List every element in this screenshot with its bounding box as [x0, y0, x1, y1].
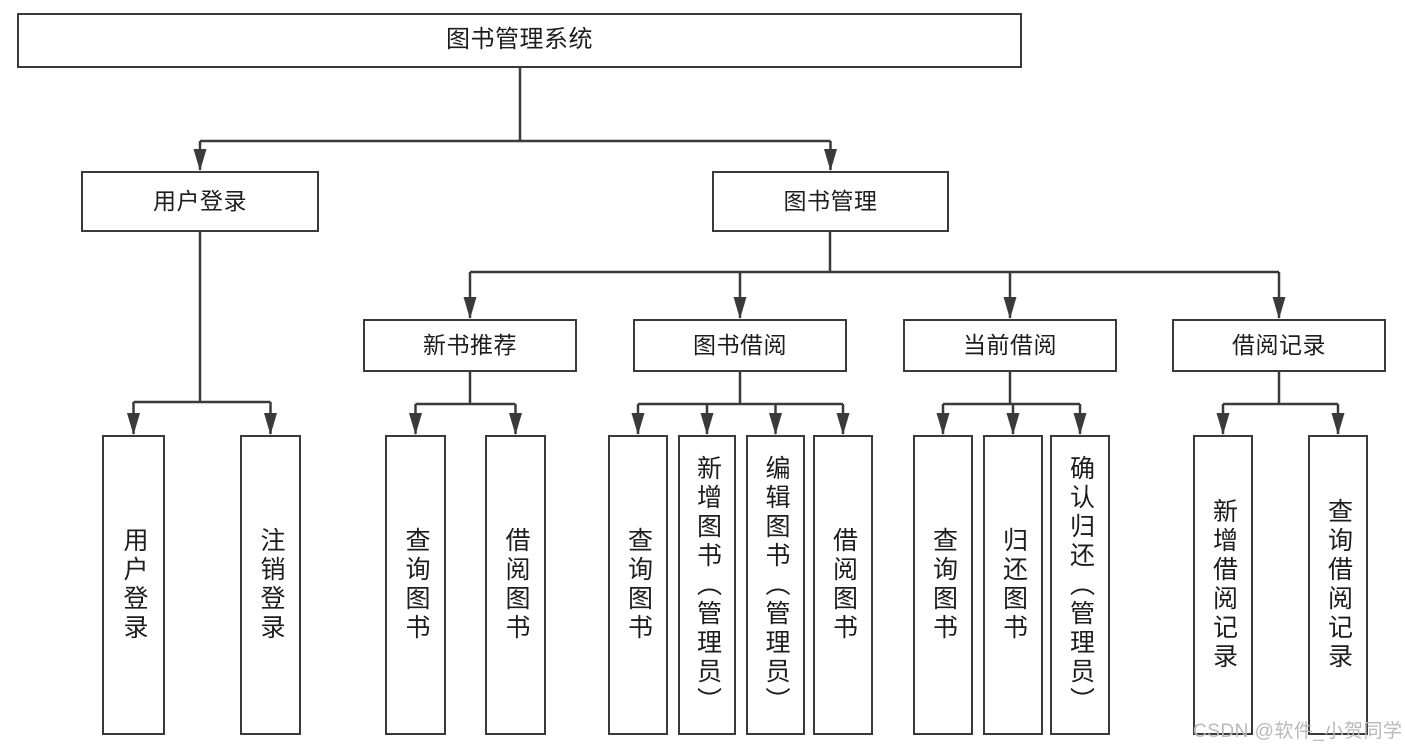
node-label: 确认归还（管理员） [1066, 454, 1095, 716]
connector-arrowhead [1003, 297, 1017, 319]
connector-arrowhead [700, 413, 714, 435]
node-l4[interactable]: 借阅图书 [485, 435, 546, 735]
node-label: 图书借阅 [693, 331, 787, 358]
connector-arrowhead [1272, 297, 1286, 319]
connector-arrowhead [733, 297, 747, 319]
node-label: 新增图书（管理员） [693, 454, 722, 716]
node-l8[interactable]: 借阅图书 [813, 435, 873, 735]
connector-arrowhead [127, 413, 140, 435]
node-label: 新增借阅记录 [1209, 498, 1238, 672]
node-l3[interactable]: 查询图书 [385, 435, 446, 735]
watermark-text: CSDN @软件_小贺同学 [1193, 721, 1403, 742]
node-label: 新书推荐 [423, 331, 517, 358]
node-l5[interactable]: 查询图书 [608, 435, 668, 735]
node-label: 查询借阅记录 [1324, 498, 1353, 672]
node-label: 归还图书 [999, 527, 1028, 643]
node-label: 借阅图书 [502, 527, 530, 643]
node-l13[interactable]: 查询借阅记录 [1308, 435, 1368, 735]
connector-arrowhead [1073, 413, 1087, 435]
connector-arrowhead [509, 413, 522, 435]
connector-arrowhead [193, 149, 207, 171]
connector-arrowhead [409, 413, 422, 435]
node-l1[interactable]: 用户登录 [102, 435, 165, 735]
node-label: 图书管理系统 [446, 26, 593, 54]
node-label: 查询图书 [402, 527, 430, 643]
node-label: 用户登录 [153, 187, 247, 214]
node-label: 查询图书 [624, 527, 653, 643]
node-borrow[interactable]: 图书借阅 [633, 319, 847, 372]
connector-arrowhead [824, 149, 837, 171]
connector-arrowhead [1006, 413, 1020, 435]
node-login[interactable]: 用户登录 [81, 171, 319, 232]
node-label: 编辑图书（管理员） [762, 454, 790, 716]
node-l11[interactable]: 确认归还（管理员） [1050, 435, 1110, 735]
node-label: 借阅图书 [829, 527, 858, 643]
node-l7[interactable]: 编辑图书（管理员） [746, 435, 805, 735]
connector-arrowhead [631, 413, 645, 435]
node-l10[interactable]: 归还图书 [983, 435, 1043, 735]
node-l9[interactable]: 查询图书 [913, 435, 973, 735]
node-label: 当前借阅 [963, 331, 1057, 358]
node-l12[interactable]: 新增借阅记录 [1193, 435, 1253, 735]
node-current[interactable]: 当前借阅 [903, 319, 1117, 372]
connector-arrowhead [264, 413, 277, 435]
connector-arrowhead [769, 413, 782, 435]
connector-arrowhead [1331, 413, 1345, 435]
node-l6[interactable]: 新增图书（管理员） [678, 435, 736, 735]
node-record[interactable]: 借阅记录 [1172, 319, 1386, 372]
connector-arrowhead [1216, 413, 1230, 435]
node-label: 借阅记录 [1232, 331, 1326, 358]
connector-arrowhead [936, 413, 950, 435]
node-label: 查询图书 [929, 527, 958, 643]
node-label: 用户登录 [120, 527, 148, 643]
node-l2[interactable]: 注销登录 [240, 435, 301, 735]
node-bookmgmt[interactable]: 图书管理 [712, 171, 949, 232]
node-newbook[interactable]: 新书推荐 [363, 319, 577, 372]
node-root[interactable]: 图书管理系统 [17, 13, 1022, 68]
connector-arrowhead [836, 413, 850, 435]
node-label: 图书管理 [783, 187, 878, 214]
node-label: 注销登录 [257, 527, 285, 643]
connector-arrowhead [463, 297, 477, 319]
